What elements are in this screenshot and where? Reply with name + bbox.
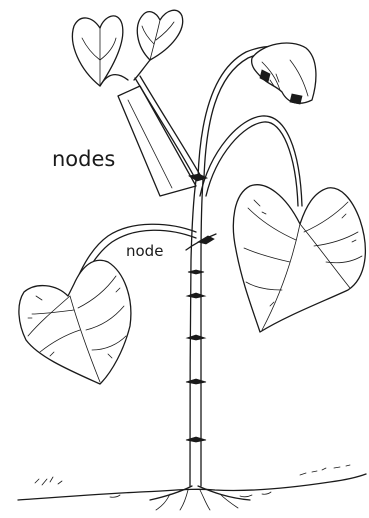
drooping-leaf	[198, 43, 316, 178]
upper-stem	[135, 76, 207, 181]
nodes-sleeve	[118, 86, 196, 196]
ground	[18, 465, 366, 500]
right-leaf	[200, 116, 365, 332]
lower-left-leaf	[19, 224, 196, 384]
label-nodes: nodes	[52, 147, 115, 171]
label-node: node	[126, 242, 163, 260]
top-left-leaf	[72, 16, 128, 86]
top-right-leaf	[134, 10, 183, 80]
stem-nodes	[186, 270, 206, 442]
